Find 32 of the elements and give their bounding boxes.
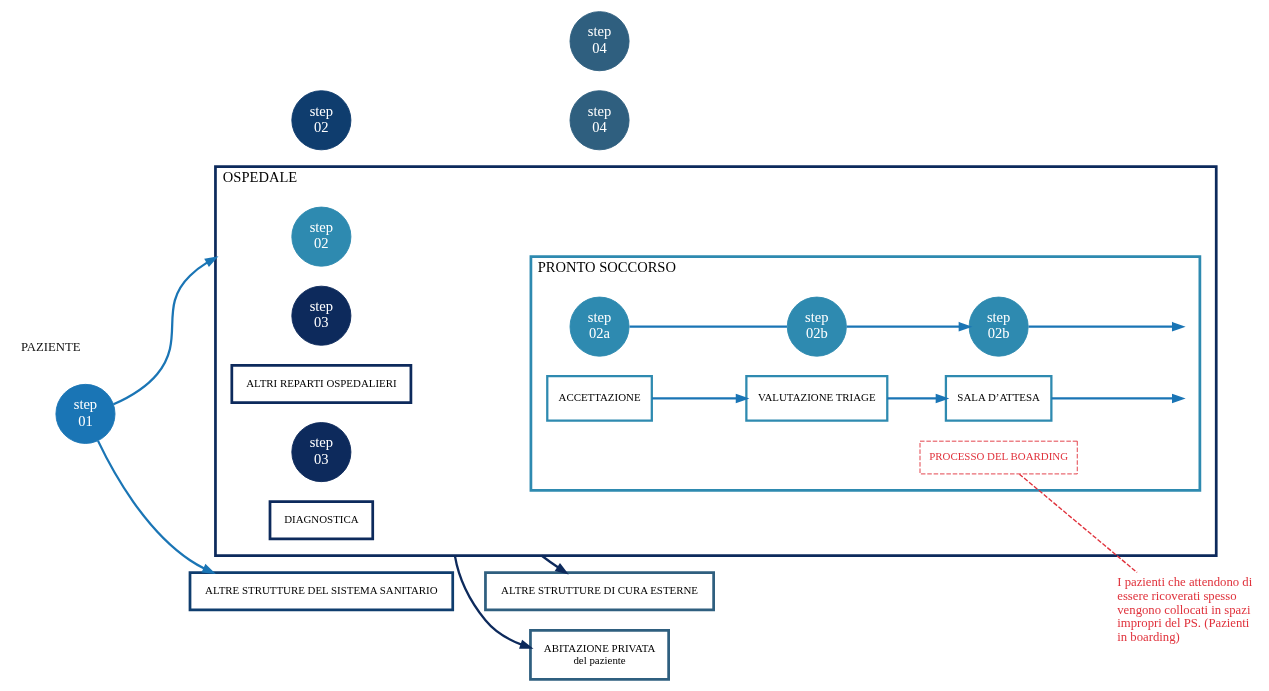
- node-circle: step 03: [290, 285, 351, 346]
- node-box: ACCETTAZIONE: [545, 375, 653, 422]
- node-circle: step 02a: [569, 296, 630, 357]
- node-box: ALTRE STRUTTURE DEL SISTEMA SANITARIO: [188, 571, 454, 612]
- node-box: SALA D’ATTESA: [944, 375, 1052, 422]
- arrow: [1028, 321, 1186, 332]
- node-circle: step 02: [290, 206, 351, 267]
- node-box: ALTRI REPARTI OSPEDALIERI: [229, 363, 412, 404]
- connector: [629, 325, 787, 328]
- arrow: [453, 555, 533, 649]
- arrow: [886, 393, 949, 404]
- node-circle: step 03: [290, 422, 351, 483]
- arrow: [112, 256, 218, 406]
- arrow: [846, 321, 972, 332]
- node-box: ABITAZIONE PRIVATA del paziente: [528, 628, 670, 681]
- arrow: [651, 393, 749, 404]
- node-circle: step 04: [569, 11, 630, 72]
- node-circle: step 02b: [968, 296, 1029, 357]
- arrow: [96, 440, 216, 574]
- node-text: I pazienti che attendono di essere ricoverati spesso vengono collocati in spazi impropri del PS. (Pazienti in boarding): [1116, 575, 1252, 644]
- node-box: VALUTAZIONE TRIAGE: [744, 375, 888, 422]
- node-circle: step 02b: [786, 296, 847, 357]
- node-text: PAZIENTE: [20, 339, 80, 354]
- node-box: PROCESSO DEL BOARDING: [919, 440, 1078, 475]
- node-circle: step 01: [54, 383, 115, 444]
- arrow: [540, 554, 569, 575]
- node-box: ALTRE STRUTTURE DI CURA ESTERNE: [483, 571, 715, 612]
- arrow: [1050, 393, 1186, 404]
- connector: [1018, 473, 1138, 574]
- node-box: DIAGNOSTICA: [268, 500, 374, 541]
- node-circle: step 04: [569, 90, 630, 151]
- node-circle: step 02: [290, 90, 351, 151]
